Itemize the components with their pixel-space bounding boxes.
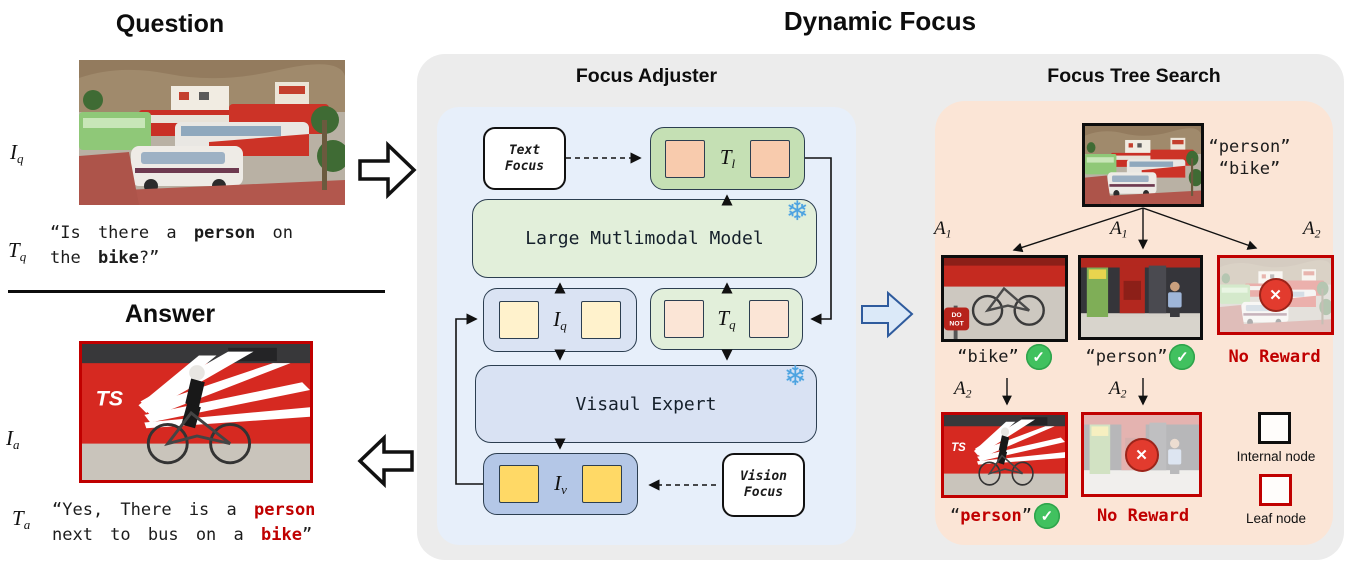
token-square (664, 300, 705, 338)
answer-heading: Answer (124, 300, 216, 328)
dynamic-focus-title: Dynamic Focus (783, 6, 977, 36)
tree-node-noreward-image: ✕ (1217, 255, 1334, 335)
iv-token-box: Iv (483, 453, 638, 515)
check-icon: ✓ (1169, 344, 1196, 370)
check-icon: ✓ (1033, 503, 1060, 529)
tree-node-bike-image (941, 255, 1068, 342)
lmm-label: Large Mutlimodal Model (525, 228, 764, 249)
person-leaf-label-row: “person” ✓ (935, 503, 1075, 529)
token-square (665, 139, 706, 178)
token-square (581, 465, 622, 503)
cross-icon: ✕ (1124, 437, 1159, 472)
bike-node-label: “bike” (957, 347, 1019, 367)
focus-tree-heading: Focus Tree Search (1047, 65, 1221, 87)
bike-node-label-row: “bike” ✓ (941, 344, 1068, 370)
token-square (749, 139, 790, 178)
token-square (581, 301, 622, 339)
tree-leaf-noreward-image: ✕ (1081, 412, 1202, 497)
person-node-label-row: “person” ✓ (1074, 344, 1207, 370)
frozen-snowflake-icon: ❄ (786, 196, 809, 226)
leaf-node-swatch (1259, 474, 1292, 506)
token-square (748, 300, 789, 338)
edge-label-a1: A1 (934, 218, 952, 241)
question-to-focus-arrow (358, 140, 417, 200)
tl-label: Tl (719, 145, 736, 171)
root-query-labels: “person” “bike” (1192, 136, 1307, 180)
edge-label-a2: A2 (1303, 218, 1321, 241)
tq-label: Tq (717, 305, 736, 332)
focus-adjuster-heading: Focus Adjuster (575, 65, 718, 87)
cross-icon: ✕ (1258, 278, 1293, 312)
edge-label-a1: A1 (1110, 218, 1128, 241)
answer-text: “Yes, There is a person next to bus on a… (52, 500, 316, 545)
no-reward-label: No Reward (1228, 347, 1321, 367)
visual-expert-label: Visaul Expert (575, 393, 717, 415)
tl-token-box: Tl (650, 127, 805, 190)
frozen-snowflake-icon: ❄ (784, 361, 807, 391)
root-label-person: “person” (1208, 137, 1291, 157)
answer-text-label: Ta (12, 506, 31, 532)
focus-to-answer-arrow (357, 433, 414, 489)
visual-expert-box: Visaul Expert (475, 365, 817, 443)
question-text: “Is there a person on the bike?” (50, 223, 293, 268)
tq-token-box: Tq (650, 288, 803, 350)
iv-label: Iv (554, 470, 567, 497)
token-square (499, 465, 540, 503)
leaf-node-label: Leaf node (1245, 511, 1307, 526)
large-multimodal-model-box: Large Mutlimodal Model (472, 199, 817, 278)
question-heading: Question (115, 10, 225, 38)
tree-root-image (1082, 123, 1204, 207)
root-label-bike: “bike” (1218, 159, 1281, 179)
question-image (79, 60, 345, 205)
answer-image (79, 341, 313, 483)
person-node-label: “person” (1085, 347, 1168, 367)
iq-token-box: Iq (483, 288, 637, 352)
tree-node-person-image (1078, 255, 1203, 340)
iq-label: Iq (553, 306, 567, 333)
internal-node-swatch (1258, 412, 1291, 444)
question-text-label: Tq (8, 238, 27, 264)
divider-line (8, 290, 385, 293)
no-reward-leaf-label: No Reward (1096, 506, 1190, 526)
internal-node-label: Internal node (1236, 449, 1316, 464)
answer-image-label: Ia (6, 426, 20, 452)
question-image-label: Iq (10, 140, 24, 166)
token-square (498, 301, 539, 339)
tree-leaf-person-image (941, 412, 1068, 498)
person-leaf-label: “person” (950, 506, 1032, 526)
check-icon: ✓ (1025, 344, 1052, 370)
edge-label-a2: A2 (954, 378, 972, 401)
edge-label-a2: A2 (1109, 378, 1127, 401)
